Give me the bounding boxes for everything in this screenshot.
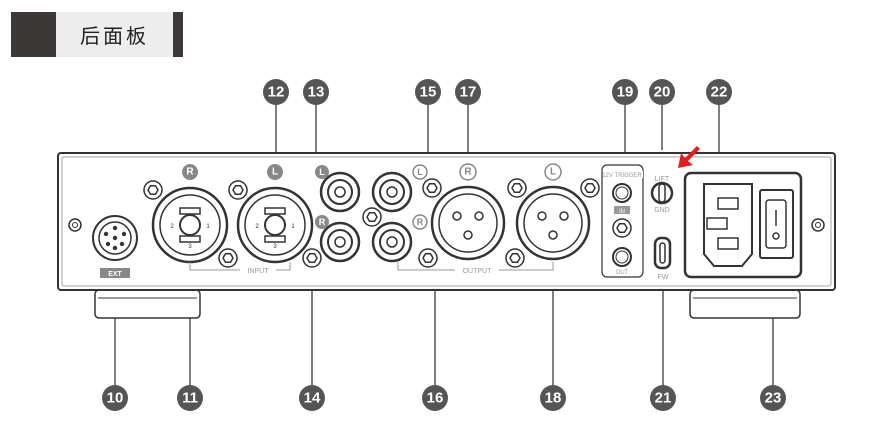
callout-12: 12 [263,79,289,105]
svg-text:L: L [319,167,325,177]
rca-badge-right: R [315,215,329,229]
xlr-badge-right: R [459,163,477,181]
svg-text:18: 18 [545,390,562,407]
svg-text:L: L [272,167,278,178]
usb-c-port [653,236,672,270]
xlr-output-right [430,185,506,261]
svg-text:11: 11 [182,390,198,407]
svg-text:2: 2 [170,224,174,230]
svg-text:22: 22 [711,84,728,101]
hex-screw-icon [218,248,238,268]
hex-screw-icon [612,218,632,238]
callout-22: 22 [706,79,732,105]
screw-icon [811,218,825,232]
svg-text:17: 17 [460,84,477,101]
gnd-label: GND [654,207,670,214]
callout-13: 13 [303,79,329,105]
callout-16: 16 [422,385,448,411]
input-combo-jack-left: 2 1 3 [236,186,314,264]
hex-screw-icon [143,180,163,200]
xlr-badge-left: L [544,163,562,181]
svg-text:1: 1 [206,224,210,230]
channel-badge-right: R [182,164,198,180]
header-dark-strip [173,12,183,57]
svg-text:15: 15 [420,84,437,101]
lift-label: LIFT [655,176,670,183]
callout-15: 15 [415,79,441,105]
svg-text:2: 2 [255,224,259,230]
rca-out-badge-right: R [412,214,428,230]
header-dark-block [11,12,56,57]
callout-11: 11 [177,385,203,411]
arrow-icon [678,146,700,168]
svg-text:23: 23 [765,390,782,407]
ground-lift-switch [650,181,674,205]
svg-text:R: R [319,217,326,227]
channel-badge-left: L [267,164,283,180]
output-label: OUTPUT [463,268,493,275]
hex-screw-icon [422,178,442,198]
hex-screw-icon [580,178,600,198]
trigger-in-label: IN [619,209,625,215]
svg-text:3: 3 [188,244,192,250]
screw-icon [68,218,82,232]
rca-out-badge-left: L [412,164,428,180]
svg-text:R: R [417,217,424,227]
section-title: 后面板 [56,12,173,57]
hex-screw-icon [505,248,525,268]
ext-connector [92,215,138,278]
svg-text:1: 1 [291,224,295,230]
svg-text:13: 13 [308,84,325,101]
rca-badge-left: L [315,165,329,179]
svg-text:10: 10 [107,390,124,407]
svg-text:R: R [464,167,472,178]
trigger-in-jack [612,183,632,203]
svg-text:14: 14 [304,390,321,407]
callout-10: 10 [102,385,128,411]
iec-power-inlet [703,183,753,267]
svg-text:19: 19 [617,84,634,101]
callout-17: 17 [455,79,481,105]
svg-text:L: L [417,167,423,177]
svg-text:21: 21 [655,390,672,407]
svg-text:12: 12 [268,84,285,101]
hex-screw-icon [228,180,248,200]
callout-14: 14 [299,385,325,411]
svg-text:L: L [550,167,556,178]
xlr-output-left [515,185,591,261]
callout-19: 19 [612,79,638,105]
hex-screw-icon [418,248,438,268]
svg-text:3: 3 [273,244,277,250]
rca-jacks [319,171,413,263]
svg-text:16: 16 [427,390,444,407]
trigger-out-jack [612,247,632,267]
right-foot [689,289,801,319]
ext-label: EXT [108,271,122,278]
input-label: INPUT [248,268,270,275]
trigger-out-label: OUT [616,270,629,276]
svg-text:R: R [186,167,194,178]
trigger-label: 12V TRIGGER [602,173,642,179]
svg-text:20: 20 [654,84,671,101]
callout-21: 21 [650,385,676,411]
callout-23: 23 [760,385,786,411]
callout-18: 18 [540,385,566,411]
hex-screw-icon [362,207,382,227]
input-combo-jack-right: 2 1 3 [151,186,229,264]
callout-20: 20 [649,79,675,105]
left-foot [94,289,201,319]
hex-screw-icon [507,178,527,198]
fw-label: FW [658,274,669,281]
hex-screw-icon [302,248,322,268]
